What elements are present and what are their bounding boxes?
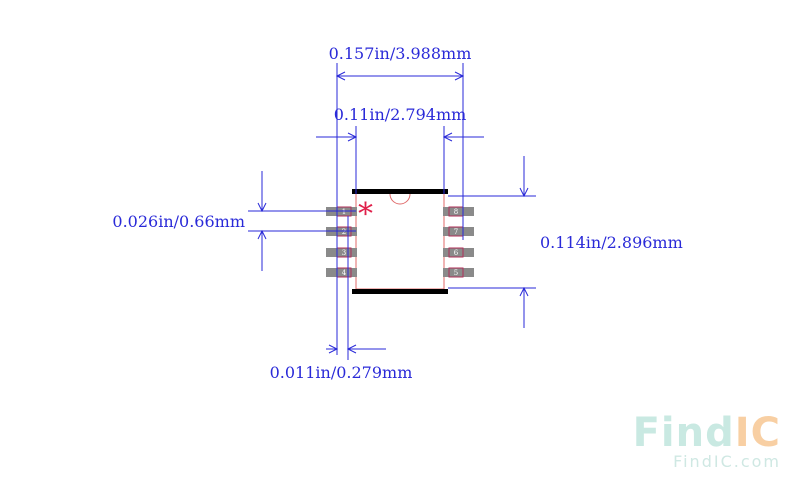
watermark-url: FindIC.com <box>673 452 781 471</box>
watermark-logo: FindIC <box>633 410 781 456</box>
pad: 3 <box>326 247 357 258</box>
watermark: FindIC FindIC.com <box>633 410 781 471</box>
pitch-label: 0.026in/0.66mm <box>112 212 245 231</box>
pad: 4 <box>326 267 357 278</box>
total-width-label: 0.157in/3.988mm <box>329 44 472 63</box>
logo-suffix: IC <box>735 410 781 456</box>
arrow <box>519 187 529 198</box>
arrow <box>347 132 358 142</box>
arrow <box>335 71 346 81</box>
arrow <box>328 344 339 354</box>
body-bar-top <box>352 189 448 194</box>
pad-label: 7 <box>454 228 458 236</box>
arrow <box>519 286 529 297</box>
pin1-notch <box>389 193 411 205</box>
pads-right: 8 7 6 5 <box>443 206 474 278</box>
pad: 7 <box>443 226 474 237</box>
pad-label: 6 <box>454 249 459 257</box>
pad-label: 2 <box>342 228 346 236</box>
arrow <box>346 344 357 354</box>
pad: 6 <box>443 247 474 258</box>
dimension-lines <box>248 63 536 360</box>
logo-prefix: Find <box>633 410 735 456</box>
pad-label: 8 <box>454 208 458 216</box>
body-bar-bottom <box>352 289 448 294</box>
dimension-labels: 0.157in/3.988mm 0.11in/2.794mm 0.026in/0… <box>112 44 682 382</box>
pad-width-label: 0.011in/0.279mm <box>270 363 413 382</box>
pin1-marker: * <box>358 197 373 232</box>
arrow <box>257 229 267 240</box>
arrow <box>454 71 465 81</box>
pad-label: 1 <box>342 208 346 216</box>
package: * <box>352 189 448 294</box>
pad-label: 4 <box>342 269 347 277</box>
pad: 8 <box>443 206 474 217</box>
arrow <box>257 202 267 213</box>
pad-label: 5 <box>454 269 458 277</box>
body-width-label: 0.11in/2.794mm <box>334 105 467 124</box>
pad-label: 3 <box>342 249 346 257</box>
arrow <box>442 132 453 142</box>
pads-left: 1 2 3 4 <box>326 206 357 278</box>
pad: 5 <box>443 267 474 278</box>
body-height-label: 0.114in/2.896mm <box>540 233 683 252</box>
